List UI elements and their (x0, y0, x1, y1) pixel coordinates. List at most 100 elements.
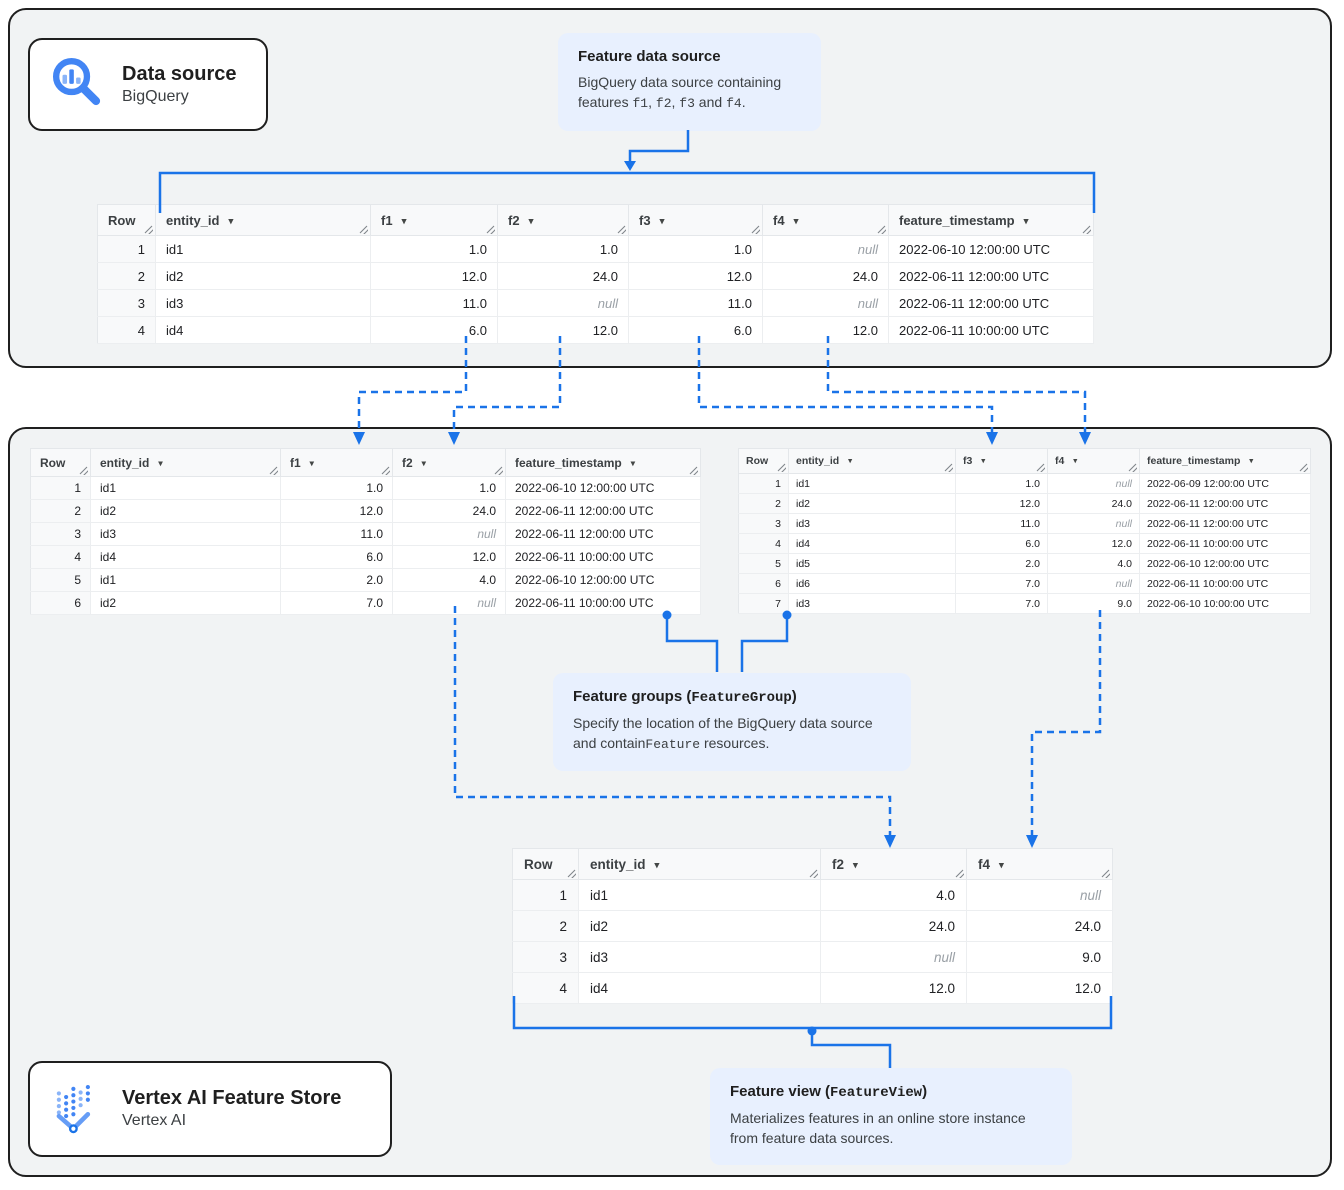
callout-body: Specify the location of the BigQuery dat… (573, 715, 873, 753)
table-cell: null (1047, 473, 1140, 494)
column-header-f4: f4▾ (966, 848, 1113, 880)
table-cell: 2022-06-11 12:00:00 UTC (505, 522, 701, 546)
row-number-cell: 2 (738, 493, 789, 514)
vertex-card-title: Vertex AI Feature Store (122, 1087, 342, 1110)
sort-caret-icon: ▾ (848, 456, 852, 465)
table-cell: id4 (578, 972, 821, 1004)
table-cell: 4.0 (820, 879, 967, 911)
vertex-card-text: Vertex AI Feature Store Vertex AI (122, 1086, 341, 1132)
resize-grip-icon (944, 463, 954, 473)
table-cell: 11.0 (628, 289, 763, 317)
sort-caret-icon: ▾ (1249, 456, 1254, 465)
table-cell: 24.0 (820, 910, 967, 942)
data-source-card-title: Data source (122, 62, 237, 85)
resize-grip-icon (1082, 225, 1092, 235)
table-cell: id1 (578, 879, 821, 911)
resize-grip-icon (617, 225, 627, 235)
sort-caret-icon: ▾ (853, 859, 858, 871)
table-cell: null (762, 235, 889, 263)
sort-caret-icon: ▾ (228, 215, 234, 226)
sort-caret-icon: ▾ (309, 457, 315, 468)
column-header-Row: Row (512, 848, 579, 880)
table-cell: 1.0 (280, 476, 393, 500)
null-value: null (1115, 577, 1132, 590)
table-cell: 12.0 (966, 972, 1113, 1004)
table-cell: 2022-06-11 12:00:00 UTC (505, 499, 701, 523)
column-header-f3: f3▾ (955, 448, 1048, 474)
table-cell: 24.0 (762, 262, 889, 290)
row-number-cell: 1 (738, 473, 789, 494)
table-cell: 12.0 (820, 972, 967, 1004)
table-cell: 12.0 (497, 316, 629, 344)
resize-grip-icon (79, 466, 89, 476)
column-header-f2: f2▾ (497, 204, 629, 236)
column-header-f2: f2▾ (820, 848, 967, 880)
feature-groups-callout: Feature groups (FeatureGroup) Specify th… (553, 673, 911, 772)
column-header-f2: f2▾ (392, 448, 506, 477)
resize-grip-icon (1299, 463, 1309, 473)
row-number-cell: 1 (97, 235, 156, 263)
sort-caret-icon: ▾ (981, 456, 986, 465)
resize-grip-icon (486, 225, 496, 235)
table-cell: 1.0 (392, 476, 506, 500)
row-number-cell: 3 (97, 289, 156, 317)
table-cell: 1.0 (370, 235, 498, 263)
resize-grip-icon (144, 225, 154, 235)
data-source-card-subtitle: BigQuery (122, 87, 189, 105)
table-cell: 6.0 (370, 316, 498, 344)
resize-grip-icon (689, 466, 699, 476)
table-cell: 2022-06-10 12:00:00 UTC (888, 235, 1094, 263)
table-cell: 24.0 (392, 499, 506, 523)
resize-grip-icon (381, 466, 391, 476)
table-cell: 2022-06-09 12:00:00 UTC (1139, 473, 1311, 494)
resize-grip-icon (777, 463, 787, 473)
table-cell: id1 (788, 473, 956, 494)
row-number-cell: 6 (30, 591, 91, 615)
table-cell: 2.0 (955, 553, 1048, 574)
table-cell: 2022-06-11 12:00:00 UTC (888, 262, 1094, 290)
row-number-cell: 4 (30, 545, 91, 569)
table-cell: 24.0 (1047, 493, 1140, 514)
column-header-f1: f1▾ (280, 448, 393, 477)
vertex-card-subtitle: Vertex AI (122, 1112, 187, 1130)
null-value: null (1115, 517, 1132, 530)
table-cell: 6.0 (280, 545, 393, 569)
resize-grip-icon (1101, 869, 1111, 879)
table-cell: id3 (90, 522, 281, 546)
table-cell: id4 (90, 545, 281, 569)
table-cell: 4.0 (1047, 553, 1140, 574)
row-number-cell: 2 (512, 910, 579, 942)
table-cell: 12.0 (955, 493, 1048, 514)
column-header-feature_timestamp: feature_timestamp▾ (888, 204, 1094, 236)
table-cell: 1.0 (628, 235, 763, 263)
row-number-cell: 2 (30, 499, 91, 523)
vertex-feature-store-card: Vertex AI Feature Store Vertex AI (28, 1061, 392, 1157)
table-cell: 2022-06-10 12:00:00 UTC (505, 476, 701, 500)
table-cell: 2022-06-11 12:00:00 UTC (1139, 493, 1311, 514)
row-number-cell: 7 (738, 593, 789, 614)
table-cell: id4 (788, 533, 956, 554)
row-number-cell: 3 (738, 513, 789, 534)
table-cell: 24.0 (966, 910, 1113, 942)
table-cell: id1 (90, 476, 281, 500)
callout-body: BigQuery data source containing features… (578, 74, 782, 112)
feature-view-callout: Feature view (FeatureView) Materializes … (710, 1068, 1072, 1165)
callout-title: Feature view (FeatureView) (730, 1083, 928, 1101)
table-cell: 2.0 (280, 568, 393, 592)
table-cell: 12.0 (392, 545, 506, 569)
column-header-feature_timestamp: feature_timestamp▾ (1139, 448, 1311, 474)
